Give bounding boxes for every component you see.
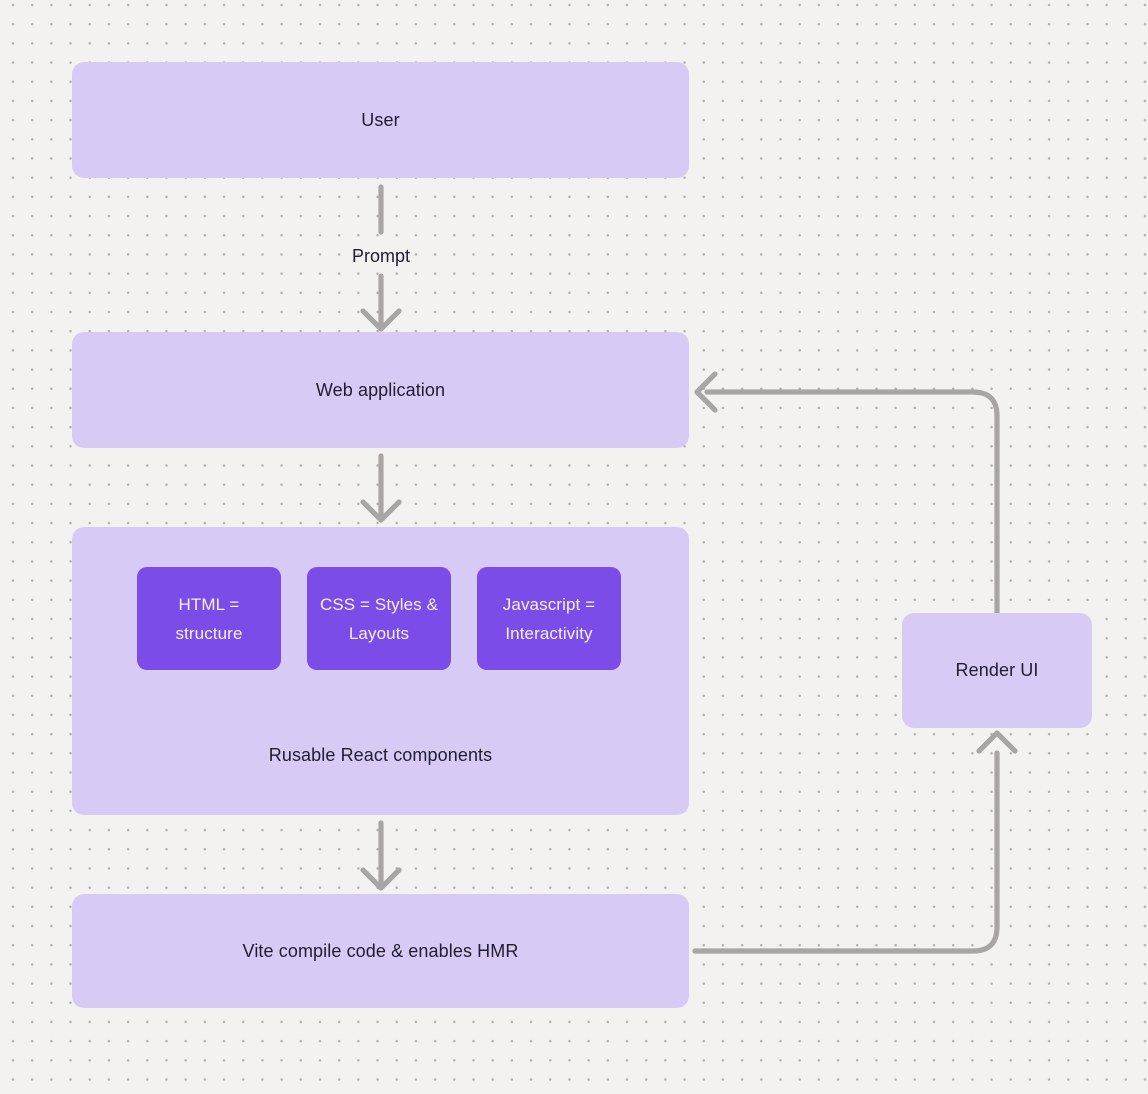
node-user-label: User [361,109,400,130]
node-components-group[interactable]: HTML = structure CSS = Styles & Layouts … [72,527,689,815]
node-css[interactable]: CSS = Styles & Layouts [307,567,451,670]
edge-vite-render-arrowhead [976,730,1018,754]
node-html[interactable]: HTML = structure [137,567,281,670]
node-web-application-label: Web application [315,379,446,400]
edge-user-webapp-arrowhead [360,308,402,332]
node-javascript[interactable]: Javascript = Interactivity [477,567,621,670]
node-vite-label: Vite compile code & enables HMR [242,940,519,961]
edge-render-webapp-path [704,389,1000,616]
node-user[interactable]: User [72,62,689,178]
components-group-caption: Rusable React components [268,745,493,765]
node-javascript-label: Javascript = Interactivity [502,594,596,643]
node-web-application[interactable]: Web application [72,332,689,448]
edge-group-vite-arrowhead [360,867,402,891]
node-render-ui[interactable]: Render UI [902,613,1092,728]
edge-vite-render-path [692,750,1000,954]
node-render-ui-label: Render UI [955,660,1039,680]
node-vite[interactable]: Vite compile code & enables HMR [72,894,689,1008]
node-html-label: HTML = structure [175,594,243,643]
node-css-label: CSS = Styles & Layouts [319,594,439,643]
edge-label-prompt: Prompt [351,246,411,266]
edge-render-webapp-arrowhead [694,371,718,413]
edge-webapp-group-arrowhead [360,499,402,523]
